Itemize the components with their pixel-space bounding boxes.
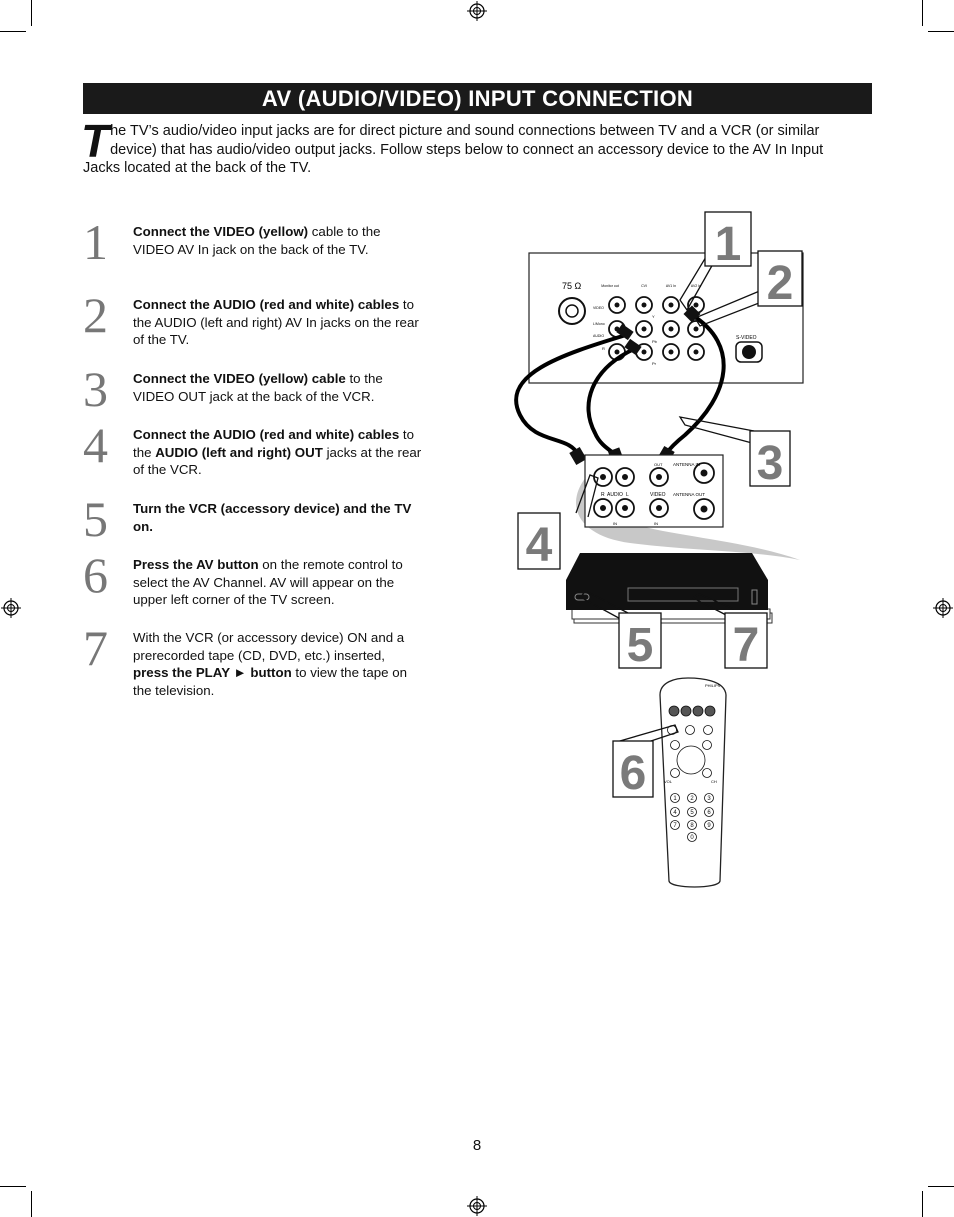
pr-label: Pr (652, 361, 657, 366)
remote-key: 1 (673, 796, 677, 802)
registration-mark-icon (933, 598, 953, 618)
callout-2: 2 (757, 250, 803, 310)
svg-text:2: 2 (767, 257, 794, 310)
callout-leaders (575, 246, 765, 754)
audio-row-label: AUDIO (593, 334, 604, 338)
step-text: Connect the VIDEO (yellow) cable to the … (133, 371, 383, 404)
vcr-in-label: IN (613, 521, 617, 526)
crop-mark (0, 31, 26, 32)
vcr-out-label: OUT (654, 462, 663, 467)
remote-key: 9 (707, 823, 711, 829)
vcr-audio-label: AUDIO (607, 492, 623, 498)
registration-mark-icon (1, 598, 21, 618)
remote-key: 5 (690, 810, 694, 816)
step-number: 2 (83, 287, 108, 343)
antenna-label: 75 Ω (562, 281, 582, 291)
vcr-front (566, 553, 773, 624)
step-number: 4 (83, 417, 108, 473)
vcr-rear-panel: R AUDIO L VIDEO ANTENNA IN ANTENNA OUT O… (584, 454, 724, 528)
callout-4: 4 (517, 512, 561, 572)
svideo-label: S-VIDEO (736, 335, 757, 341)
av2-in-label: AV2 In (691, 284, 701, 288)
step-text: Connect the VIDEO (yellow) cable to the … (133, 224, 381, 257)
svg-text:6: 6 (620, 747, 647, 800)
remote-key: 7 (673, 823, 677, 829)
vcr-r-label: R (601, 492, 605, 498)
callout-1: 1 (704, 211, 752, 271)
remote-ch-label: CH (711, 779, 717, 784)
svg-text:7: 7 (733, 619, 760, 672)
svg-text:5: 5 (627, 619, 654, 672)
crop-mark (928, 31, 954, 32)
callout-3: 3 (749, 430, 791, 490)
remote-key: 3 (707, 796, 711, 802)
r-label: R (602, 346, 605, 351)
remote-key: 0 (690, 835, 694, 841)
drop-cap: T (81, 115, 110, 167)
video-row-label: VIDEO (593, 306, 604, 310)
pb-label: Pb (652, 339, 658, 344)
remote-vol-label: VOL (664, 779, 673, 784)
svg-text:3: 3 (757, 437, 784, 490)
step-number: 3 (83, 361, 108, 417)
swoosh-shape (576, 463, 800, 560)
registration-mark-icon (467, 1, 487, 21)
lmono-row-label: L/Mono (593, 322, 605, 326)
step-number: 7 (83, 620, 108, 676)
remote-control: PHILIPS VOL CH 1 2 3 4 5 6 7 8 9 0 (659, 677, 727, 888)
registration-mark-icon (467, 1196, 487, 1216)
crop-mark (0, 1186, 26, 1187)
step-text: Press the AV button on the remote contro… (133, 557, 403, 607)
vcr-l-label: L (626, 492, 629, 498)
vcr-antenna-out-label: ANTENNA OUT (673, 492, 705, 497)
step-number: 5 (83, 491, 108, 547)
svg-text:4: 4 (526, 519, 553, 572)
monitor-out-label: Monitor out (601, 284, 619, 288)
y-label: Y (652, 314, 655, 319)
crop-mark (928, 1186, 954, 1187)
page-title: AV (AUDIO/VIDEO) INPUT CONNECTION (83, 83, 872, 114)
callout-6: 6 (612, 740, 654, 800)
step-text: With the VCR (or accessory device) ON an… (133, 630, 408, 698)
remote-key: 8 (690, 823, 694, 829)
tv-rear-panel: 75 Ω Monitor out CVI AV1 In AV2 In VIDEO… (528, 252, 804, 384)
remote-key: 4 (673, 810, 677, 816)
crop-mark (922, 0, 923, 26)
remote-key: 6 (707, 810, 711, 816)
page-number: 8 (472, 1137, 482, 1154)
vcr-in-label-2: IN (654, 521, 658, 526)
vcr-antenna-in-label: ANTENNA IN (673, 462, 700, 467)
callout-5: 5 (618, 612, 662, 672)
connection-diagram: 75 Ω Monitor out CVI AV1 In AV2 In VIDEO… (514, 211, 804, 888)
callout-7: 7 (724, 612, 768, 672)
cvi-label: CVI (641, 284, 647, 288)
vcr-video-label: VIDEO (650, 492, 666, 498)
step-text: Turn the VCR (accessory device) and the … (133, 501, 412, 534)
crop-mark (31, 1191, 32, 1217)
step-number: 6 (83, 547, 108, 603)
step-text: Connect the AUDIO (red and white) cables… (133, 427, 422, 477)
intro-text: he TV’s audio/video input jacks are for … (83, 123, 824, 176)
remote-key: 2 (690, 796, 694, 802)
step-text: Connect the AUDIO (red and white) cables… (133, 297, 419, 347)
step-number: 1 (83, 214, 108, 270)
svg-text:1: 1 (715, 218, 742, 271)
remote-brand: PHILIPS (705, 683, 721, 688)
crop-mark (922, 1191, 923, 1217)
crop-mark (31, 0, 32, 26)
av1-in-label: AV1 In (666, 284, 676, 288)
